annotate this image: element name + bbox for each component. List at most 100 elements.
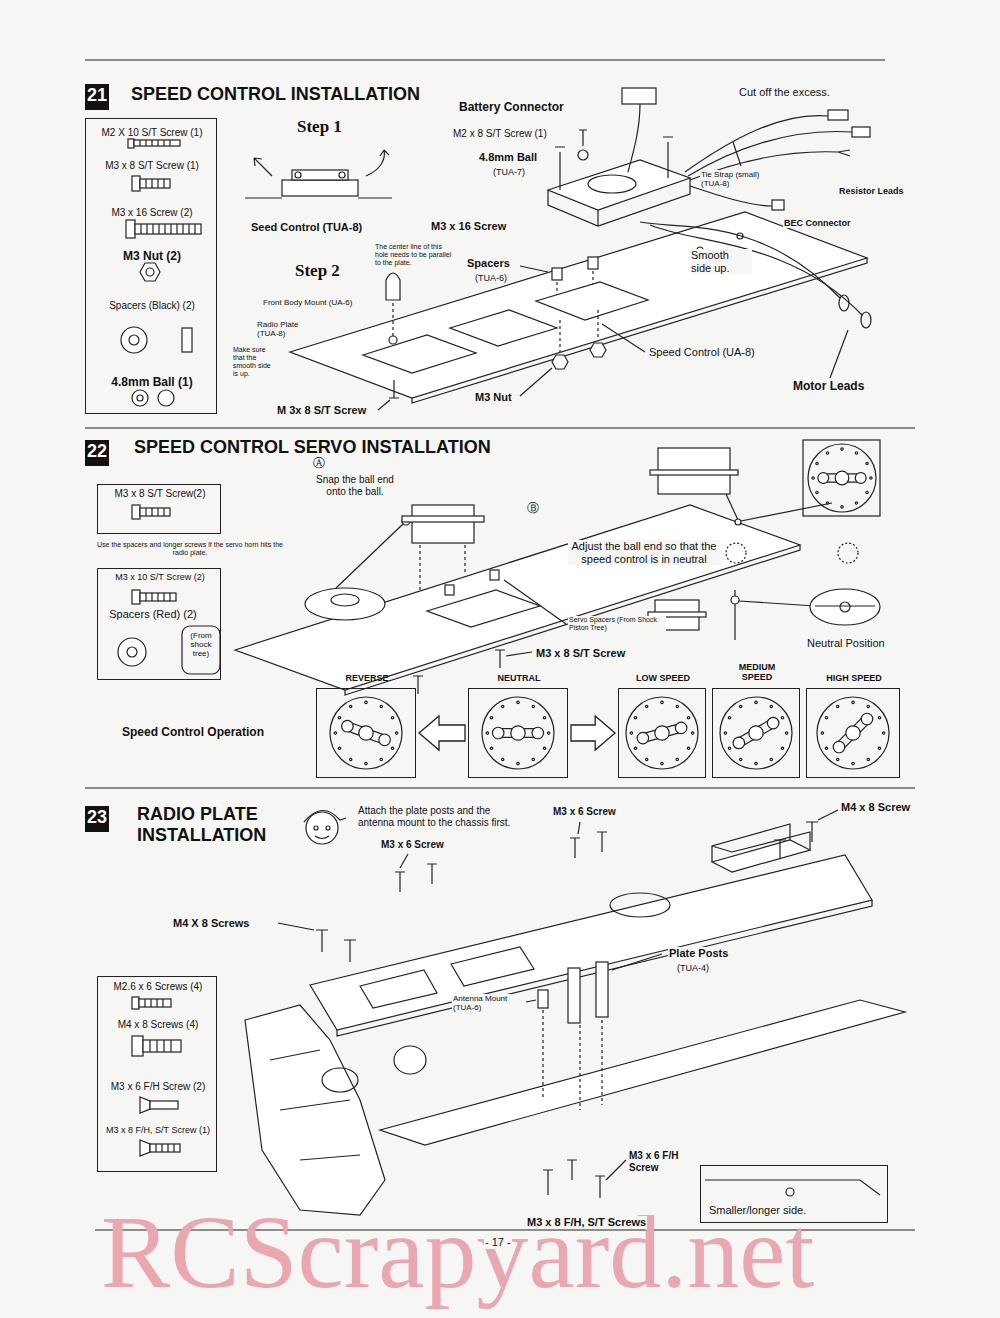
servo-horn-face [817, 697, 889, 769]
callout-label: Ⓐ [312, 457, 326, 471]
servo-install-drawing [235, 448, 880, 695]
hollow-arrow [419, 716, 465, 750]
part-name: Spacers (Red) (2) [98, 608, 208, 621]
servo-horn-face [626, 697, 698, 769]
part-name: M4 x 8 Screws (4) [98, 1019, 218, 1031]
part-name: Smaller/longer side. [709, 1204, 879, 1217]
part-name: (From shock tree) [185, 631, 217, 659]
callout-label: - 17 - [484, 1236, 512, 1249]
callout-label: (TUA-6) [474, 273, 508, 283]
part-name: M3 x 6 F/H Screw (2) [98, 1081, 218, 1093]
position-heading: LOW SPEED [609, 673, 717, 683]
callout-label: (TUA-4) [676, 963, 710, 973]
servo-position-box: REVERSE [316, 688, 416, 778]
servo-horn-face [720, 697, 792, 769]
part-name: M3 x 8 S/T Screw (1) [86, 160, 218, 172]
callout-label: Smooth side up. [690, 249, 752, 274]
callout-label: Seed Control (TUA-8) [250, 221, 363, 234]
servo-horn-face [808, 444, 876, 512]
step-number: 23 [85, 806, 109, 832]
callout-label: Motor Leads [792, 380, 865, 394]
callout-label: Cut off the excess. [738, 86, 831, 99]
hollow-arrow [571, 716, 615, 750]
position-heading: REVERSE [307, 673, 427, 683]
step-number-text: 21 [85, 85, 109, 106]
note-text: Radio Plate (TUA-8) [256, 320, 306, 338]
position-heading: MEDIUM SPEED [727, 662, 787, 683]
note-text: Servo Spacers (From Shock Piston Tree) [568, 616, 666, 632]
callout-label: M3 x 8 S/T Screw [535, 647, 626, 660]
parts-icons [118, 139, 220, 1156]
callout-label: Step 2 [294, 261, 341, 281]
radio-plate-drawing [245, 810, 905, 1215]
note-text: Make sure that the smooth side is up. [232, 346, 278, 378]
callout-label: M3 x 6 Screw [380, 839, 445, 851]
step-number-text: 22 [85, 441, 109, 462]
detail-inset: Smaller/longer side. [700, 1165, 888, 1223]
callout-label: BEC Connector [783, 218, 852, 228]
section-heading: RADIO PLATE INSTALLATION [136, 804, 288, 845]
callout-label: M4 X 8 Screws [172, 917, 250, 930]
callout-label: Adjust the ball end so that the speed co… [568, 540, 720, 565]
note-text: The center line of this hole needs to be… [374, 243, 454, 267]
part-name: M3 x 8 F/H, S/T Screw (1) [98, 1125, 218, 1135]
parts-list-box: M2.6 x 6 Screws (4) M4 x 8 Screws (4) M3 x… [97, 976, 217, 1172]
section-heading: SPEED CONTROL SERVO INSTALLATION [133, 437, 492, 458]
callout-label: Step 1 [296, 117, 343, 137]
callout-label: M3 x 8 F/H, S/T Screws [526, 1216, 647, 1229]
callout-label: M2 x 8 S/T Screw (1) [452, 128, 548, 140]
note-text: Front Body Mount (UA-6) [262, 298, 353, 307]
position-heading: NEUTRAL [459, 673, 579, 683]
callout-label: Spacers [466, 257, 511, 270]
parts-list-box: M3 x 8 S/T Screw(2) [97, 484, 221, 534]
section-heading: SPEED CONTROL INSTALLATION [130, 84, 421, 105]
callout-label: (TUA-7) [492, 167, 526, 177]
callout-label: Speed Control Operation [121, 726, 265, 740]
part-name: M2.6 x 6 Screws (4) [98, 981, 218, 993]
callout-label: 4.8mm Ball [478, 151, 538, 164]
callout-label: M3 x 16 Screw [430, 220, 507, 233]
callout-label: M3 Nut [474, 391, 513, 404]
callout-label: Plate Posts [668, 947, 729, 960]
callout-label: Attach the plate posts and the antenna m… [357, 805, 519, 828]
callout-label: Speed Control (UA-8) [648, 346, 756, 359]
note-text: Use the spacers and longer screws if the… [94, 541, 286, 557]
position-heading: HIGH SPEED [801, 673, 907, 683]
watermark: RCScrapyard.net [100, 1200, 815, 1304]
step-number: 21 [85, 84, 109, 110]
page-rules [85, 60, 915, 1230]
part-name: 4.8mm Ball (1) [86, 376, 218, 390]
part-name: M2 X 10 S/T Screw (1) [86, 127, 218, 139]
part-name: M3 Nut (2) [86, 250, 218, 264]
callout-label: M 3x 8 S/T Screw [276, 404, 367, 417]
servo-position-box: HIGH SPEED [806, 688, 900, 778]
servo-horn-face [482, 697, 554, 769]
callout-label: Neutral Position [806, 637, 886, 650]
note-text: Antenna Mount (TUA-6) [452, 994, 524, 1012]
step-number: 22 [85, 440, 109, 466]
servo-position-box: MEDIUM SPEED [712, 688, 800, 778]
part-name: M3 x 10 S/T Screw (2) [98, 572, 222, 582]
part-name: M3 x 8 S/T Screw(2) [98, 488, 222, 500]
parts-list-box: M3 x 10 S/T Screw (2) Spacers (Red) (2) (F… [97, 568, 221, 680]
servo-face-frame [803, 440, 880, 516]
note-text: Tie Strap (small) (TUA-8) [700, 170, 764, 188]
part-name: M3 x 16 Screw (2) [86, 207, 218, 219]
callout-label: Battery Connector [458, 101, 565, 115]
callout-label: M3 x 6 F/H Screw [628, 1150, 688, 1173]
step-number-text: 23 [85, 807, 109, 828]
parts-list-box: M2 X 10 S/T Screw (1) M3 x 8 S/T Screw (1… [85, 118, 217, 414]
servo-position-box: LOW SPEED [618, 688, 706, 778]
callout-label: Resistor Leads [838, 186, 905, 196]
servo-horn-face [330, 697, 402, 769]
servo-position-box: NEUTRAL [468, 688, 568, 778]
callout-label: M4 x 8 Screw [840, 801, 911, 814]
callout-label: Snap the ball end onto the ball. [306, 474, 404, 497]
callout-label: M3 x 6 Screw [552, 806, 617, 818]
callout-label: Ⓑ [526, 502, 540, 516]
part-name: Spacers (Black) (2) [86, 300, 218, 312]
speed-control-drawing [245, 88, 871, 410]
